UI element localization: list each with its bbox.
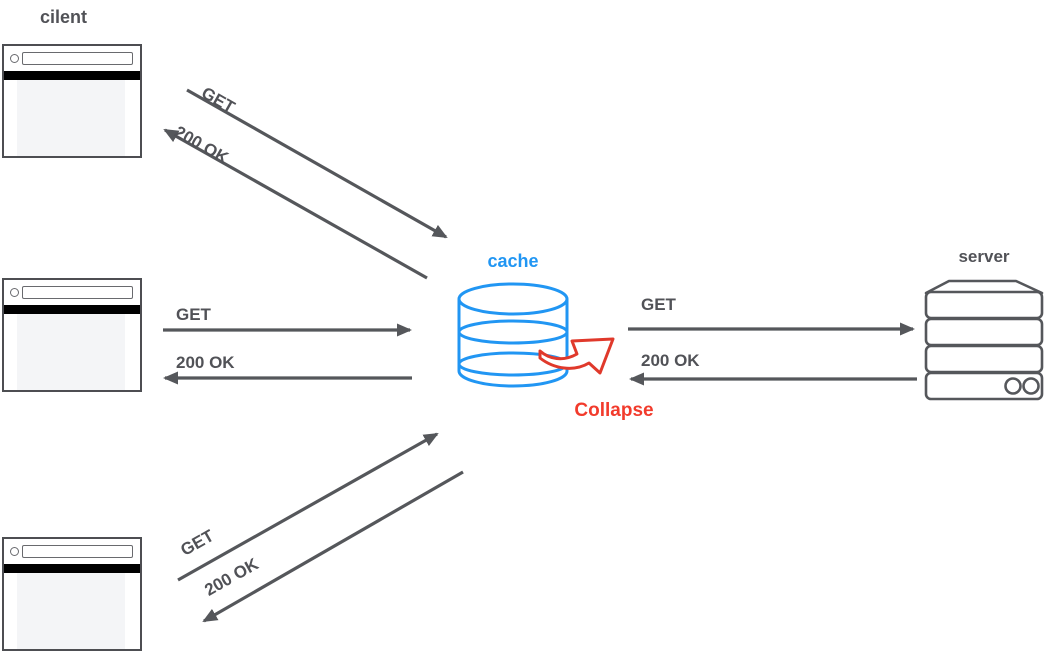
browser-stripe [4,71,140,80]
browser-dot-icon [10,54,19,63]
browser-dot-icon [10,288,19,297]
200ok-label-client-middle: 200 OK [176,353,235,372]
browser-address-bar [22,545,133,558]
browser-dot-icon [10,547,19,556]
server-label: server [958,247,1010,266]
arrow-get-client-bottom-to-cache [177,432,439,582]
arrow-200ok-cache-to-client-top [163,128,428,280]
collapse-label: Collapse [574,400,654,421]
browser-stripe [4,564,140,573]
arrow-200ok-cache-to-client-bottom [202,470,464,623]
browser-content-panel [17,80,125,156]
database-cylinder-icon [457,282,569,388]
200ok-label-cache-server: 200 OK [641,351,700,370]
browser-address-bar [22,52,133,65]
curved-arrow-icon [538,337,615,375]
cache-label: cache [487,251,539,271]
client-label: cilent [40,7,88,27]
browser-content-panel [17,314,125,390]
browser-content-panel [17,573,125,649]
browser-address-bar [22,286,133,299]
browser-stripe [4,305,140,314]
server-stack-icon [924,279,1044,401]
browser-window-icon [2,278,142,392]
get-label-cache-server: GET [641,295,676,314]
browser-window-icon [2,44,142,158]
browser-window-icon [2,537,142,651]
get-label-client-middle: GET [176,305,211,324]
arrow-get-client-top-to-cache [186,88,448,239]
